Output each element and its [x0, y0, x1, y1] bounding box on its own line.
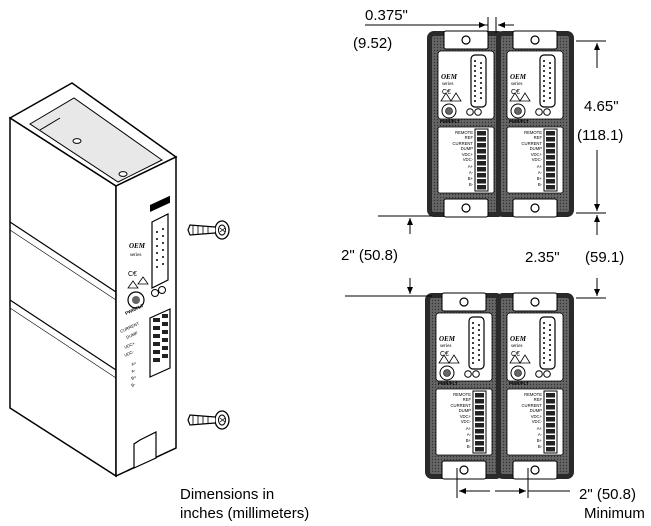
unit-terminal-label: A+ — [537, 164, 543, 169]
dim-top-gap-inches: 0.375" — [365, 7, 408, 24]
unit-terminal-label: B- — [538, 444, 543, 449]
unit-terminal-label: A+ — [466, 426, 472, 431]
iso-warning-icon — [127, 280, 139, 289]
unit-terminal-label: B- — [538, 182, 543, 187]
unit-ce-mark: C€ — [511, 89, 520, 96]
dim-top-gap-mm: (9.52) — [353, 35, 392, 52]
unit-terminal-label: REF — [463, 397, 472, 402]
mounting-screw-top — [187, 220, 230, 240]
unit-terminal-label: REMOTE — [455, 130, 473, 135]
iso-led-2 — [158, 286, 166, 294]
iso-terminal-label: VDC- — [123, 349, 135, 358]
unit-terminal-label: CURRENT — [522, 141, 543, 146]
unit-terminal-label: VDC+ — [531, 152, 543, 157]
dim-bottom-horizontal: 2" (50.8) — [579, 486, 636, 503]
unit-terminal-label: A+ — [468, 164, 474, 169]
iso-terminal-label: A+ — [130, 360, 137, 367]
unit-series-label: series — [511, 82, 522, 87]
iso-series-label: series — [130, 253, 141, 258]
unit-top-right: OEM series C€ PWR/FLT REMOTE REF CURRENT… — [495, 30, 575, 218]
unit-pwr-flt-label: PWR/FLT — [438, 381, 458, 386]
iso-ce-mark: C€ — [128, 271, 137, 278]
unit-terminal-label: REF — [534, 397, 543, 402]
unit-ce-mark: C€ — [440, 351, 449, 358]
unit-brand-label: OEM — [439, 335, 456, 343]
iso-terminal-label: A- — [130, 367, 136, 374]
iso-terminal-label: VDC+ — [123, 340, 136, 350]
unit-terminal-label: DUMP — [461, 146, 474, 151]
dim-left-vertical: 2" (50.8) — [341, 247, 398, 264]
dim-right-vertical-mm: (59.1) — [585, 249, 624, 266]
unit-terminal-label: A+ — [537, 426, 543, 431]
unit-terminal-label: B+ — [466, 438, 472, 443]
unit-terminal-label: DUMP — [530, 408, 543, 413]
unit-bottom-left: OEM series C€ PWR/FLT REMOTE REF CURRENT… — [424, 292, 504, 480]
unit-terminal-label: VDC- — [532, 419, 543, 424]
unit-terminal-label: A- — [538, 432, 543, 437]
unit-terminal-label: B- — [467, 444, 472, 449]
unit-terminal-label: VDC- — [532, 157, 543, 162]
unit-terminal-label: REMOTE — [524, 130, 542, 135]
unit-brand-label: OEM — [510, 335, 527, 343]
unit-terminal-label: B+ — [537, 438, 543, 443]
iso-terminal-label: B- — [130, 381, 136, 388]
unit-pwr-flt-label: PWR/FLT — [509, 119, 529, 124]
isometric-drive-unit: OEM series C€ PWR/FLT CURRENT DUMP VDC+ … — [8, 82, 178, 478]
unit-terminal-label: CURRENT — [451, 403, 472, 408]
dim-bottom-minimum: Minimum — [584, 505, 645, 522]
unit-terminal-label: VDC+ — [531, 414, 543, 419]
dim-height-inches: 4.65" — [584, 98, 619, 115]
unit-terminal-label: REMOTE — [524, 392, 542, 397]
iso-warning-icon-2 — [137, 276, 149, 285]
unit-series-label: series — [511, 344, 522, 349]
unit-terminal-label: VDC- — [461, 419, 472, 424]
unit-bottom-right: OEM series C€ PWR/FLT REMOTE REF CURRENT… — [495, 292, 575, 480]
unit-terminal-label: A- — [469, 170, 474, 175]
unit-terminal-label: DUMP — [459, 408, 472, 413]
iso-terminal-label: DUMP — [125, 330, 138, 340]
unit-terminal-label: VDC- — [463, 157, 474, 162]
unit-terminal-label: DUMP — [530, 146, 543, 151]
unit-pwr-flt-label: PWR/FLT — [440, 119, 460, 124]
unit-terminal-label: CURRENT — [453, 141, 474, 146]
units-note-line1: Dimensions in — [180, 486, 274, 503]
iso-led — [151, 289, 159, 297]
unit-series-label: series — [442, 82, 453, 87]
unit-ce-mark: C€ — [442, 89, 451, 96]
iso-terminal-label: B+ — [130, 374, 137, 381]
unit-terminal-label: VDC+ — [460, 414, 472, 419]
iso-brand-label: OEM — [129, 242, 146, 250]
unit-brand-label: OEM — [441, 73, 458, 81]
unit-terminal-label: B+ — [537, 176, 543, 181]
unit-terminal-label: VDC+ — [462, 152, 474, 157]
unit-terminal-label: REF — [534, 135, 543, 140]
dimension-lines — [345, 17, 606, 498]
unit-terminal-label: CURRENT — [522, 403, 543, 408]
unit-series-label: series — [440, 344, 451, 349]
unit-terminal-label: B+ — [468, 176, 474, 181]
unit-pwr-flt-label: PWR/FLT — [509, 381, 529, 386]
unit-terminal-label: B- — [469, 182, 474, 187]
unit-top-left: OEM series C€ PWR/FLT REMOTE REF CURRENT… — [426, 30, 506, 218]
unit-terminal-label: REMOTE — [453, 392, 471, 397]
mounting-screw-bottom — [187, 410, 230, 430]
unit-terminal-label: A- — [538, 170, 543, 175]
unit-ce-mark: C€ — [511, 351, 520, 358]
dim-right-vertical-inches: 2.35" — [525, 249, 560, 266]
dim-height-mm: (118.1) — [577, 127, 623, 144]
unit-terminal-label: REF — [465, 135, 474, 140]
units-note-line2: inches (millimeters) — [180, 505, 309, 522]
unit-terminal-label: A- — [467, 432, 472, 437]
unit-brand-label: OEM — [510, 73, 527, 81]
